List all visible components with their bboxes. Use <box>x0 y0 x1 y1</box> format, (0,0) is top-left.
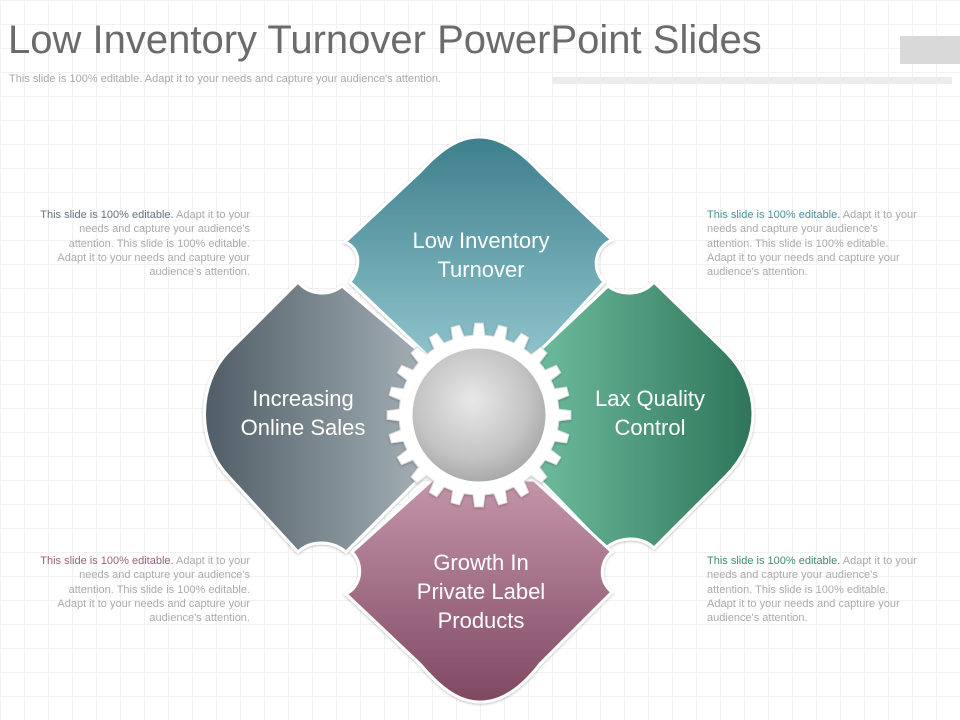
piece-left-shape <box>203 279 422 555</box>
note-body: Adapt it to your needs and capture your … <box>707 209 917 279</box>
decorative-box <box>900 36 960 64</box>
piece-bottom-label-line-3: Products <box>438 608 525 633</box>
piece-right-label-line-1: Lax Quality <box>595 386 705 411</box>
piece-bottom-shape <box>343 478 615 704</box>
note-body: Adapt it to your needs and capture your … <box>707 555 917 625</box>
piece-left-label-line-2: Online Sales <box>241 415 366 440</box>
piece-right-label-line-2: Control <box>615 415 686 440</box>
note-body: Adapt it to your needs and capture your … <box>57 209 250 279</box>
note-top-left: This slide is 100% editable. Adapt it to… <box>38 208 250 279</box>
note-bottom-right: This slide is 100% editable. Adapt it to… <box>707 554 919 625</box>
piece-bottom-label-line-1: Growth In <box>433 550 528 575</box>
gear-hub <box>386 322 572 508</box>
piece-left: Increasing Online Sales <box>203 279 422 555</box>
note-lead: This slide is 100% editable. <box>707 555 841 567</box>
piece-top-label-line-2: Turnover <box>437 257 524 282</box>
note-lead: This slide is 100% editable. <box>40 555 174 567</box>
slide-title: Low Inventory Turnover PowerPoint Slides <box>8 18 762 62</box>
note-bottom-left: This slide is 100% editable. Adapt it to… <box>38 554 250 625</box>
piece-bottom-label-line-2: Private Label <box>417 579 545 604</box>
piece-top: Low Inventory Turnover <box>342 135 615 360</box>
piece-right: Lax Quality Control <box>536 279 755 551</box>
piece-top-label-line-1: Low Inventory <box>413 228 550 253</box>
note-top-right: This slide is 100% editable. Adapt it to… <box>707 208 919 279</box>
piece-left-label-line-1: Increasing <box>252 386 354 411</box>
piece-bottom: Growth In Private Label Products <box>343 478 615 704</box>
note-lead: This slide is 100% editable. <box>707 209 841 221</box>
note-body: Adapt it to your needs and capture your … <box>57 555 250 625</box>
slide-subtitle: This slide is 100% editable. Adapt it to… <box>9 73 441 85</box>
note-lead: This slide is 100% editable. <box>40 209 174 221</box>
gear-hub-circle <box>409 345 549 485</box>
decorative-line <box>552 77 952 84</box>
piece-right-shape <box>536 279 755 551</box>
